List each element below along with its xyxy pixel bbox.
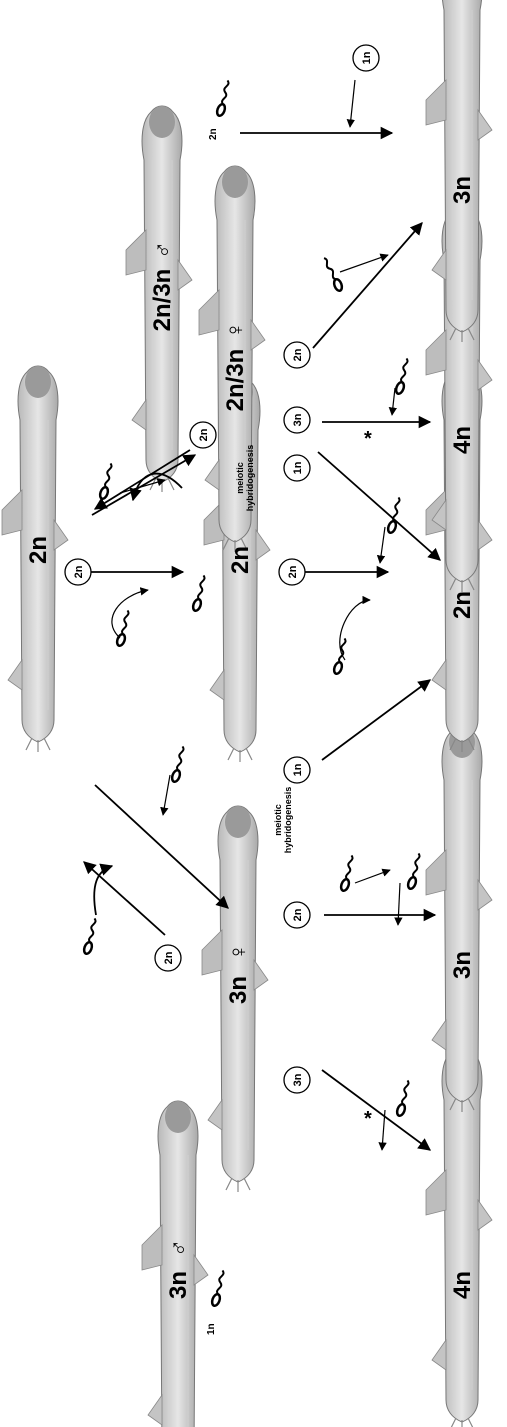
label-fish-2n-offspring: 2n [449, 591, 476, 619]
note-meiotic-right-2: hybridogenesis [245, 445, 255, 512]
gamete-2n-mid: 2n [292, 908, 304, 921]
fish-3n-male [142, 1101, 208, 1427]
label-fish-2n-parent: 2n [25, 536, 52, 564]
gamete-3n-left: 3n [292, 1073, 304, 1086]
gamete-1n-right: 1n [292, 461, 304, 474]
fish-4n-offspring-a [426, 1046, 492, 1427]
label-fish-3n-a: 3n [449, 951, 476, 979]
arrow-3n-female-to-2n [84, 862, 165, 935]
label-fish-4n-a: 4n [449, 1271, 476, 1299]
label-fish-2n-mid: 2n [227, 546, 254, 574]
label-fish-4n-b: 4n [449, 426, 476, 454]
arrow-1n-gamete-to-2n [322, 680, 430, 760]
label-fish-2n3n-female: 2n/3n [222, 349, 249, 412]
note-meiotic-left-2: hybridogenesis [283, 787, 293, 854]
fish-3n-offspring-b [426, 0, 492, 342]
sex-fish-3n-female: ♀ [225, 943, 252, 961]
sex-fish-2n3n-female: ♀ [222, 321, 249, 339]
gamete-2n-mid2: 2n [287, 565, 299, 578]
gamete-2n-parent: 2n [73, 565, 85, 578]
gamete-1n-left: 1n [292, 763, 304, 776]
gamete-1n-top: 1n [361, 51, 373, 64]
label-fish-3n-female: 3n [225, 976, 252, 1004]
note-meiotic-right-1: meiotic [235, 462, 245, 494]
label-fish-3n-b: 3n [449, 176, 476, 204]
gamete-2n-left: 2n [163, 951, 175, 964]
gamete-3n-right: 3n [292, 413, 304, 426]
fish-3n-offspring-a [426, 726, 492, 1112]
arrow-1n-gamete-to-2n-b [318, 452, 440, 560]
label-fish-2n3n-male: 2n/3n [149, 269, 176, 332]
gamete-2n-right: 2n [292, 348, 304, 361]
arrow-3n-gamete-to-4n [322, 1070, 430, 1150]
arrow-2n-gamete-to-3n-b [313, 223, 422, 348]
label-fish-3n-male: 3n [165, 1271, 192, 1299]
sperm-label-1n: 1n [206, 1323, 217, 1335]
sperm-label-2n: 2n [208, 128, 219, 140]
star-left: * [364, 1108, 372, 1130]
sex-fish-2n3n-male: ♂ [149, 241, 176, 259]
note-meiotic-left-1: meiotic [273, 804, 283, 836]
star-right: * [364, 428, 372, 450]
gamete-2n-female-arrow: 2n [198, 428, 210, 441]
sex-fish-3n-male: ♂ [165, 1239, 192, 1257]
